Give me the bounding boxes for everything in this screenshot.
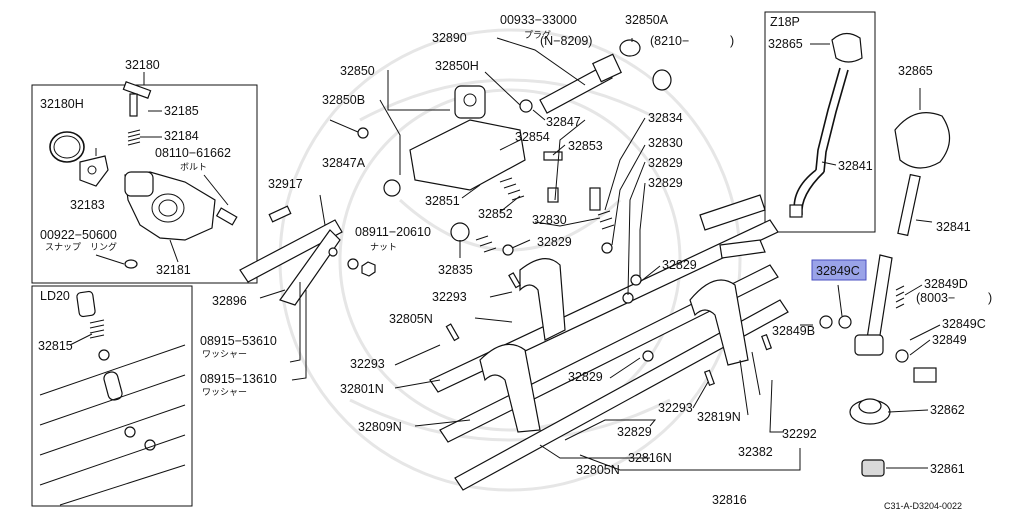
- label-32917[interactable]: 32917: [268, 177, 303, 191]
- label-32293-c[interactable]: 32293: [658, 401, 693, 415]
- leader-lines: [259, 37, 941, 471]
- label-32829-c[interactable]: 32829: [537, 235, 572, 249]
- label-32849C[interactable]: 32849C: [942, 317, 986, 331]
- label-LD20: LD20: [40, 289, 70, 303]
- label-08911-sub: ナット: [370, 242, 397, 252]
- label-08915-53610-sub: ワッシャー: [202, 349, 247, 359]
- label-32890[interactable]: 32890: [432, 31, 467, 45]
- label-32849B[interactable]: 32849B: [772, 324, 815, 338]
- label-32184[interactable]: 32184: [164, 129, 199, 143]
- label-32849C-highlighted[interactable]: 32849C: [816, 264, 860, 278]
- label-32180[interactable]: 32180: [125, 58, 160, 72]
- label-32830-b[interactable]: 32830: [648, 136, 683, 150]
- label-32850B[interactable]: 32850B: [322, 93, 365, 107]
- label-32850A[interactable]: 32850A: [625, 13, 669, 27]
- label-32185[interactable]: 32185: [164, 104, 199, 118]
- label-32841-b[interactable]: 32841: [936, 220, 971, 234]
- label-32183[interactable]: 32183: [70, 198, 105, 212]
- label-32181[interactable]: 32181: [156, 263, 191, 277]
- label-32829-d[interactable]: 32829: [662, 258, 697, 272]
- label-32829-f[interactable]: 32829: [617, 425, 652, 439]
- label-32815[interactable]: 32815: [38, 339, 73, 353]
- label-32830-a[interactable]: 32830: [532, 213, 567, 227]
- label-08911-20610[interactable]: 08911−20610: [355, 225, 431, 239]
- label-8210-close: ): [730, 34, 734, 48]
- label-32850[interactable]: 32850: [340, 64, 375, 78]
- highlight-32849C[interactable]: 32849C: [811, 259, 867, 281]
- label-32849D[interactable]: 32849D: [924, 277, 968, 291]
- label-32847[interactable]: 32847: [546, 115, 581, 129]
- label-32382[interactable]: 32382: [738, 445, 773, 459]
- label-32816N[interactable]: 32816N: [628, 451, 672, 465]
- label-32862[interactable]: 32862: [930, 403, 965, 417]
- label-00922-50600[interactable]: 00922−50600: [40, 228, 117, 242]
- label-32293-b[interactable]: 32293: [350, 357, 385, 371]
- label-08915-13610[interactable]: 08915−13610: [200, 372, 277, 386]
- label-Z18P: Z18P: [770, 15, 800, 29]
- label-32849[interactable]: 32849: [932, 333, 967, 347]
- label-08110-sub: ボルト: [180, 162, 207, 172]
- label-32180H[interactable]: 32180H: [40, 97, 84, 111]
- label-32896[interactable]: 32896: [212, 294, 247, 308]
- label-32805N-a[interactable]: 32805N: [389, 312, 433, 326]
- label-32841-a[interactable]: 32841: [838, 159, 873, 173]
- label-08915-13610-sub: ワッシャー: [202, 387, 247, 397]
- label-32847A[interactable]: 32847A: [322, 156, 366, 170]
- knob-32865: [894, 88, 951, 237]
- label-32834[interactable]: 32834: [648, 111, 683, 125]
- label-32861[interactable]: 32861: [930, 462, 965, 476]
- label-32829-b[interactable]: 32829: [648, 176, 683, 190]
- label-32865-a[interactable]: 32865: [768, 37, 803, 51]
- label-32819N[interactable]: 32819N: [697, 410, 741, 424]
- label-00922-sub: スナップ リング: [45, 241, 117, 252]
- label-32293-a[interactable]: 32293: [432, 290, 467, 304]
- box-Z18P: [764, 11, 876, 233]
- label-00933-33000[interactable]: 00933−33000: [500, 13, 577, 27]
- label-08110-61662[interactable]: 08110−61662: [155, 146, 231, 160]
- label-32835[interactable]: 32835: [438, 263, 473, 277]
- label-32865-b[interactable]: 32865: [898, 64, 933, 78]
- label-32801N[interactable]: 32801N: [340, 382, 384, 396]
- label-32853[interactable]: 32853: [568, 139, 603, 153]
- label-32854[interactable]: 32854: [515, 130, 550, 144]
- label-32851[interactable]: 32851: [425, 194, 460, 208]
- box-32180: [31, 72, 258, 284]
- label-8210: (8210−: [650, 34, 689, 48]
- label-32852[interactable]: 32852: [478, 207, 513, 221]
- label-08915-53610[interactable]: 08915−53610: [200, 334, 277, 348]
- o-ring-32180H: [49, 131, 85, 163]
- diagram-code: C31-A-D3204-0022: [884, 501, 962, 511]
- label-32805N-b[interactable]: 32805N: [576, 463, 620, 477]
- label-32850H[interactable]: 32850H: [435, 59, 479, 73]
- label-00933-sub: プラグ: [524, 29, 551, 40]
- label-32829-e[interactable]: 32829: [568, 370, 603, 384]
- shift-lever-32849: [837, 254, 937, 477]
- label-32829-a[interactable]: 32829: [648, 156, 683, 170]
- label-32809N[interactable]: 32809N: [358, 420, 402, 434]
- label-32816[interactable]: 32816: [712, 493, 747, 507]
- label-8003: (8003−: [916, 291, 955, 305]
- box-LD20: [31, 285, 193, 507]
- rods-and-forks: [239, 39, 833, 491]
- label-8003-close: ): [988, 291, 992, 305]
- label-32292[interactable]: 32292: [782, 427, 817, 441]
- part-labels: 32180 32180H 32185 32184 08110−61662 ボルト…: [38, 13, 992, 511]
- label-N-8209: (N−8209): [540, 34, 592, 48]
